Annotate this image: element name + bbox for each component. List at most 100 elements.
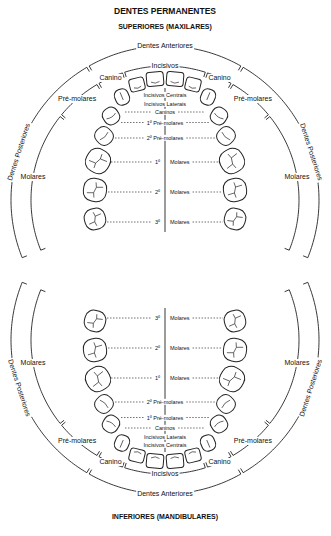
tooth: [82, 363, 115, 396]
tooth: [82, 308, 108, 334]
tooth-groove: [86, 210, 103, 227]
leader-line: [178, 112, 205, 113]
tooth: [92, 124, 117, 149]
bracket-label: Dentes Anteriores: [136, 490, 194, 498]
tooth-groove: [170, 81, 179, 83]
tooth-groove: [151, 457, 160, 459]
bracket: [266, 117, 299, 251]
tooth-label: 2º Pré-molares: [146, 135, 185, 141]
tooth-outline: [214, 392, 239, 417]
tooth-label: Molares: [169, 159, 191, 165]
tooth: [92, 392, 117, 417]
tooth-groove: [188, 451, 196, 454]
tooth: [214, 392, 239, 417]
tooth-groove: [87, 368, 109, 390]
tooth: [198, 433, 217, 453]
leader-line: [111, 162, 152, 163]
tooth-outline: [100, 413, 123, 436]
tooth-outline: [184, 76, 202, 92]
tooth-outline: [82, 206, 108, 232]
bracket-label: Molares: [284, 173, 311, 181]
tooth: [222, 206, 248, 232]
tooth: [146, 71, 164, 86]
tooth-groove: [214, 420, 224, 427]
tooth-groove: [226, 312, 243, 329]
tooth-outline: [82, 177, 108, 203]
tooth-label: Molares: [169, 345, 191, 351]
bracket: [99, 73, 124, 88]
tooth-groove: [87, 150, 109, 172]
tooth-label: 1º Pré-molares: [146, 414, 185, 420]
tooth-label: Molares: [169, 375, 191, 381]
tooth-outline: [100, 105, 123, 128]
tooth-groove: [134, 86, 142, 89]
tooth-label: 1º Pré-molares: [146, 119, 185, 125]
tooth-outline: [82, 145, 115, 178]
tooth-outline: [216, 145, 249, 178]
tooth-label: Incisivos Laterais: [143, 433, 187, 439]
tooth: [82, 337, 108, 363]
tooth-groove: [100, 132, 109, 141]
tooth-label: Incisivos Centrais: [142, 442, 187, 448]
tooth-label: Caninos: [154, 425, 176, 431]
arch-heading: INFERIORES (MANDIBULARES): [111, 513, 219, 521]
tooth: [128, 447, 146, 463]
leader-line: [107, 318, 152, 319]
tooth: [198, 87, 217, 107]
tooth-outline: [222, 206, 248, 232]
leader-line: [193, 378, 219, 379]
bracket-label: Canino: [207, 458, 231, 466]
tooth: [82, 145, 115, 178]
tooth-outline: [198, 87, 217, 107]
leader-line: [178, 428, 205, 429]
leader-line: [125, 428, 152, 429]
tooth-groove: [226, 181, 243, 198]
tooth-outline: [112, 87, 131, 107]
tooth: [146, 453, 164, 468]
leader-line: [186, 138, 215, 139]
leader-line: [115, 138, 144, 139]
tooth: [112, 433, 131, 453]
tooth: [214, 124, 239, 149]
diagram-title: DENTES PERMANENTES: [113, 7, 217, 17]
leader-line: [108, 192, 152, 193]
bracket-label: Incisivos: [151, 62, 180, 70]
tooth-groove: [207, 440, 210, 448]
bracket-label: Molares: [284, 359, 311, 367]
tooth-label: 3º: [154, 315, 161, 321]
teeth: [82, 71, 249, 468]
tooth: [208, 105, 231, 128]
tooth-outline: [222, 177, 248, 203]
tooth: [82, 206, 108, 232]
tooth-groove: [214, 113, 224, 120]
tooth-groove: [107, 113, 117, 120]
bracket-label: Molares: [20, 359, 47, 367]
tooth: [222, 177, 248, 203]
arch-heading: SUPERIORES (MAXILARES): [117, 23, 213, 31]
bracket-label: Incisivos: [151, 470, 180, 478]
tooth: [82, 177, 108, 203]
tooth: [208, 413, 231, 436]
leaders: [107, 112, 223, 428]
tooth-label: 3º: [154, 219, 161, 225]
tooth-groove: [207, 92, 210, 100]
leader-line: [186, 122, 209, 123]
tooth: [184, 447, 202, 463]
bracket-label: Pré-molares: [57, 437, 97, 445]
midlines: [165, 88, 166, 452]
tooth-groove: [221, 368, 243, 390]
bracket: [266, 290, 299, 424]
bracket-label: Canino: [98, 458, 122, 466]
tooth-label: 2º: [154, 189, 161, 195]
tooth: [112, 87, 131, 107]
bracket-label: Pré-molares: [57, 95, 97, 103]
tooth-outline: [208, 413, 231, 436]
bracket: [31, 117, 64, 251]
tooth: [184, 76, 202, 92]
tooth-outline: [216, 363, 249, 396]
tooth-outline: [214, 124, 239, 149]
bracket: [99, 452, 124, 467]
tooth-outline: [198, 433, 217, 453]
